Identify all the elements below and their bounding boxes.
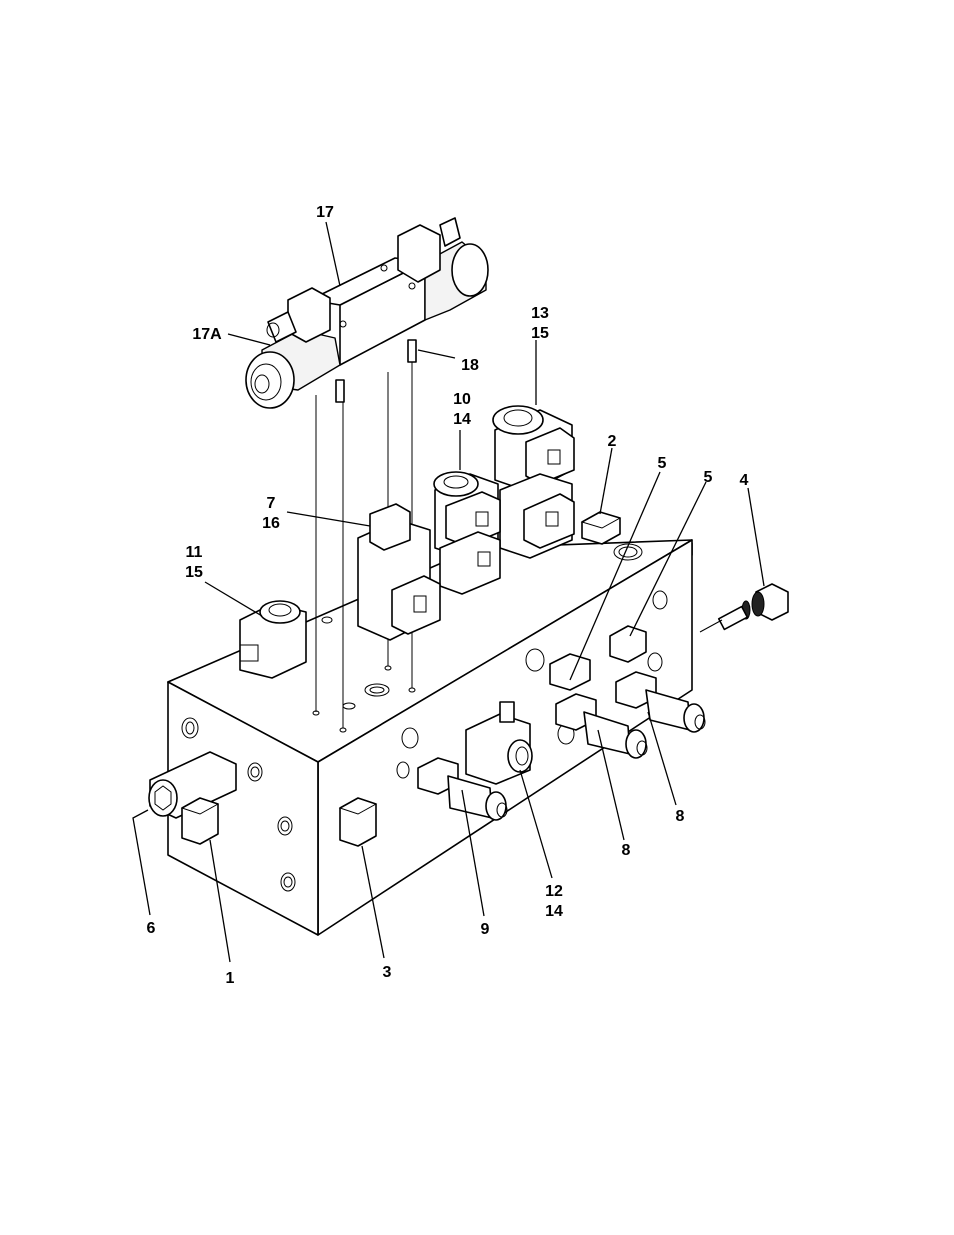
callout-4: 4	[740, 472, 749, 489]
callout-5-right: 5	[704, 469, 713, 486]
callout-18: 18	[461, 357, 479, 374]
callout-9: 9	[481, 921, 490, 938]
cartridge-valve-7	[358, 504, 440, 640]
solenoid-coil-10	[434, 472, 500, 594]
directional-valve-17	[246, 218, 488, 408]
callout-8-left: 8	[622, 842, 631, 859]
plug-2	[582, 512, 620, 544]
plug-1	[182, 798, 218, 844]
callout-2: 2	[608, 433, 617, 450]
callout-6: 6	[147, 920, 156, 937]
relief-valve-4	[700, 584, 788, 632]
plug-3	[340, 798, 376, 846]
callout-1: 1	[226, 970, 235, 987]
solenoid-coil-13	[493, 406, 574, 558]
callout-5-left: 5	[658, 455, 667, 472]
callout-17a: 17A	[192, 326, 222, 343]
callout-17: 17	[316, 204, 334, 221]
solenoid-coil-11	[240, 601, 306, 678]
callout-3: 3	[383, 964, 392, 981]
callout-8-right: 8	[676, 808, 685, 825]
